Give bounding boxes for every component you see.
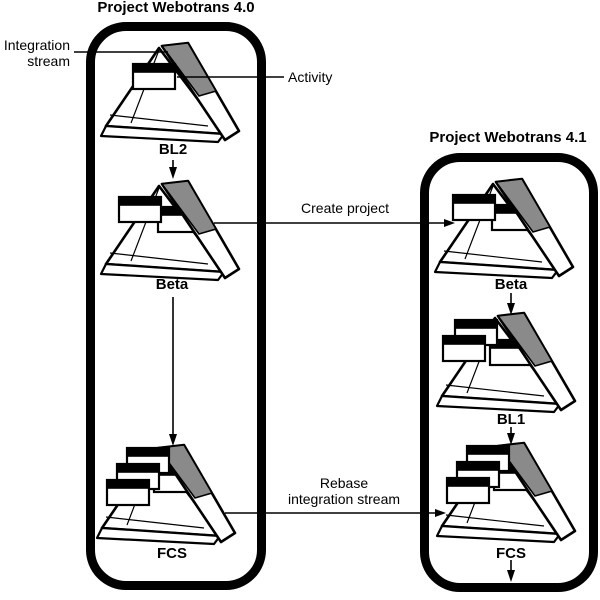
integration-stream-callout: Integration stream xyxy=(0,37,70,69)
pyramid-bottom-rim xyxy=(435,524,562,544)
rebase-label-line1: Rebase xyxy=(319,475,369,491)
integration-stream-band-gray xyxy=(160,42,218,97)
activity-window-icon xyxy=(441,334,487,363)
stream-container-webotrans-4-0 xyxy=(86,22,266,590)
pyramid-bottom-rim xyxy=(433,260,560,280)
baseline-pyramid-beta-41 xyxy=(430,174,586,282)
activity-callout: Activity xyxy=(288,69,333,85)
baseline-pyramid-fcs-41 xyxy=(432,438,588,546)
integration-stream-band-gray xyxy=(496,442,554,497)
baseline-pyramid-icon xyxy=(435,311,577,414)
baseline-pyramid-icon xyxy=(433,177,575,280)
activity-window-icon xyxy=(117,195,163,224)
rebase-label-line2: integration stream xyxy=(287,491,401,507)
pyramid-bottom-rim xyxy=(99,262,226,282)
pyramid-inner-edge xyxy=(109,114,209,127)
pyramid-bottom-rim xyxy=(99,124,226,144)
pyramid-bottom-rim xyxy=(435,394,562,414)
baseline-pyramid-fcs-40 xyxy=(92,440,248,548)
baseline-label-fcs-40: FCS xyxy=(157,545,187,562)
integration-stream-band-gray xyxy=(494,178,552,233)
baseline-pyramid-icon xyxy=(99,41,241,144)
pyramid-bottom-rim xyxy=(95,526,222,546)
stream-title-webotrans-4-0: Project Webotrans 4.0 xyxy=(97,0,255,16)
baseline-pyramid-beta-40 xyxy=(96,176,252,284)
create-project-label: Create project xyxy=(301,200,389,216)
activity-window-icon xyxy=(445,476,491,505)
baseline-label-bl1: BL1 xyxy=(496,411,526,428)
baseline-pyramid-icon xyxy=(99,179,241,282)
activity-window-icon xyxy=(453,318,499,347)
integration-stream-band-gray xyxy=(156,444,214,499)
activity-window-icon xyxy=(131,62,177,91)
baseline-label-beta-40: Beta xyxy=(155,276,189,293)
integration-stream-callout-line2: stream xyxy=(27,53,70,69)
pyramid-inner-edge xyxy=(105,516,205,529)
activity-window-icon xyxy=(105,478,151,507)
baseline-pyramid-icon xyxy=(435,441,577,544)
pyramid-inner-edge xyxy=(445,384,545,397)
pyramid-inner-edge xyxy=(443,250,543,263)
baseline-pyramid-icon xyxy=(95,443,237,546)
stream-container-webotrans-4-1 xyxy=(420,153,598,592)
integration-stream-band-gray xyxy=(160,180,218,235)
activity-window-icon xyxy=(451,193,497,222)
pyramid-inner-edge xyxy=(445,514,545,527)
pyramid-inner-edge xyxy=(109,252,209,265)
baseline-label-beta-41: Beta xyxy=(494,276,528,293)
baseline-pyramid-bl1 xyxy=(432,308,588,416)
integration-stream-callout-line1: Integration xyxy=(3,37,70,53)
baseline-label-fcs-41: FCS xyxy=(496,545,526,562)
rebase-integration-stream-label: Rebase integration stream xyxy=(264,475,424,507)
baseline-label-bl2: BL2 xyxy=(158,141,188,158)
stream-title-webotrans-4-1: Project Webotrans 4.1 xyxy=(429,129,587,146)
baseline-pyramid-bl2 xyxy=(96,38,252,146)
integration-stream-band-gray xyxy=(496,312,554,367)
